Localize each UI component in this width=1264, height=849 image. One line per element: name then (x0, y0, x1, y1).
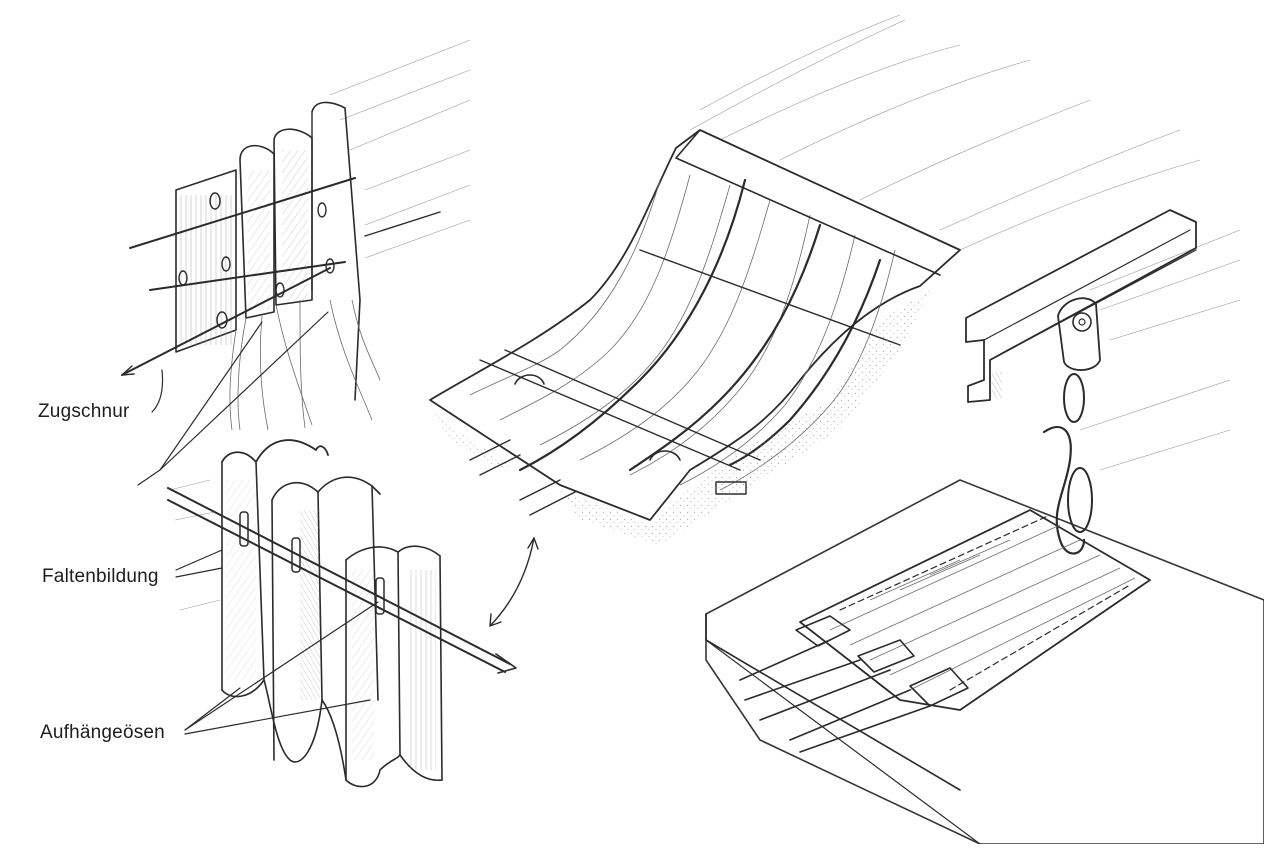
pleated-curtain-top (121, 39, 471, 431)
wave-curtain-bottom (167, 439, 539, 788)
label-pleat-formation: Faltenbildung (42, 566, 159, 587)
label-pull-cord: Zugschnur (38, 401, 130, 422)
label-hanging-loops: Aufhängeösen (40, 722, 165, 743)
heading-tape-center (429, 14, 1201, 545)
rail-and-hook (705, 209, 1264, 845)
leader-lines-pleat (137, 311, 329, 578)
